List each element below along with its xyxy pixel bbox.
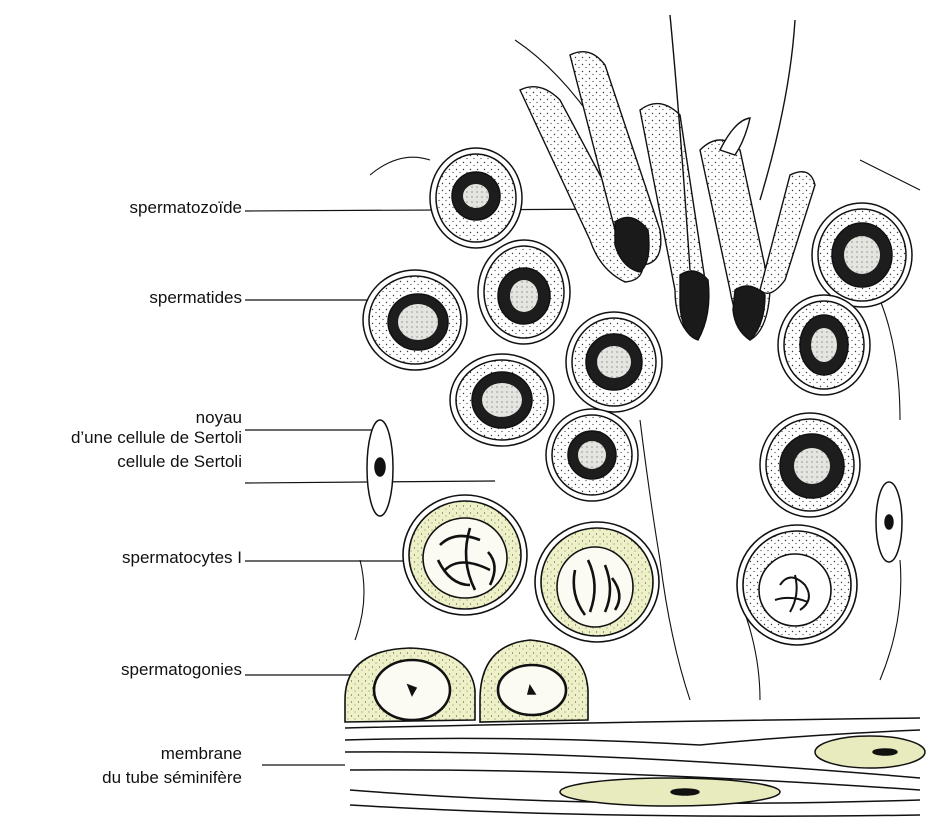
spermatid-cell-4 (450, 354, 554, 446)
spermatid-cell-2 (363, 270, 467, 370)
fibroblast-bottom-nucleus (671, 789, 699, 795)
sertoli-apical-process (720, 118, 750, 155)
spermatogonies-group (345, 640, 588, 722)
fibroblast-right (815, 736, 925, 768)
spermatid-elongated-5 (760, 172, 815, 294)
spermatid-cell-3 (478, 240, 570, 344)
spermatocyte-cell-1 (403, 495, 527, 615)
fibroblast-bottom (560, 778, 780, 806)
spermatozoide-tail-2 (760, 20, 795, 200)
spermatid-cell-7 (812, 203, 912, 307)
spermatid-cell-5 (566, 312, 662, 412)
fibroblast-right-nucleus (873, 749, 897, 755)
spermatozoide-head-2 (680, 271, 709, 340)
spermatozoide-head-3 (733, 286, 765, 340)
spermatocyte-cell-2 (535, 522, 659, 642)
spermatocyte-cell-3 (737, 525, 857, 645)
spermatogonie-cell-2 (480, 640, 588, 722)
spermatogonie-cell-1 (345, 648, 475, 722)
spermatocytes-group (403, 495, 857, 645)
spermatid-cell-1 (430, 148, 522, 248)
spermatid-cell-6 (546, 409, 638, 501)
spermatid-cell-8 (778, 295, 870, 395)
spermatid-cell-9 (760, 413, 860, 517)
membrane-cells (560, 736, 925, 806)
spermatocyte-nucleus-3 (759, 554, 831, 626)
sertoli-nucleolus-right (885, 515, 893, 529)
sertoli-nucleolus-left (375, 458, 385, 476)
